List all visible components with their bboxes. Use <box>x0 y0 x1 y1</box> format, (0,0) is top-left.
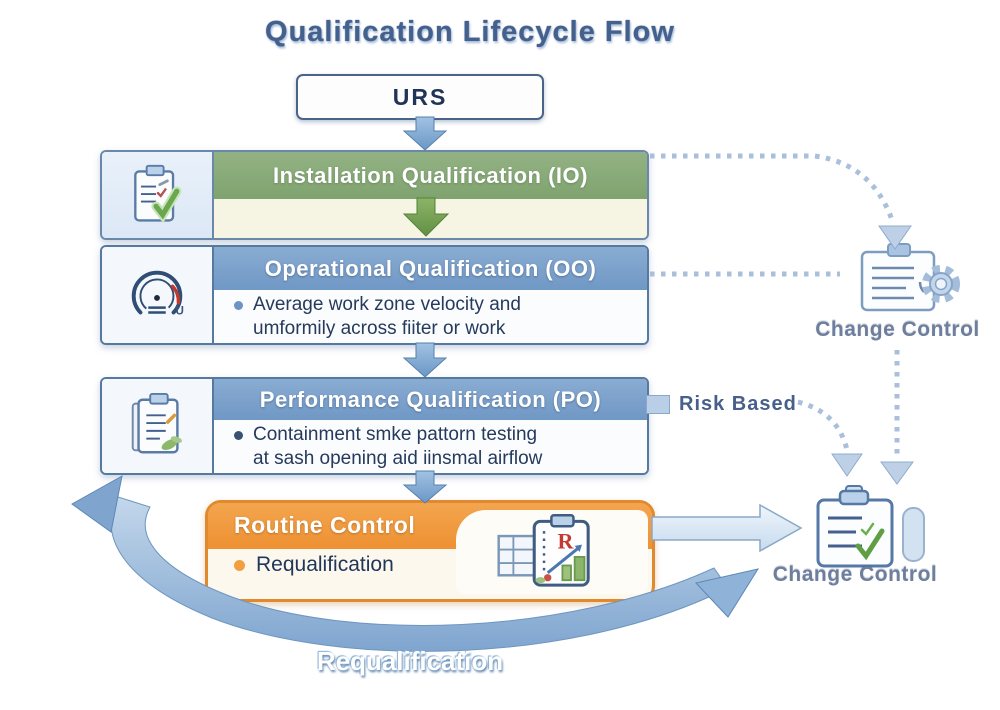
bullet-dot-icon <box>234 430 243 440</box>
pq-bullet-line2: at sash opening aid iinsmal airflow <box>253 447 543 469</box>
arrow-pq-to-routine <box>402 470 448 504</box>
pq-body: Containment smke pattorn testing at sash… <box>214 420 647 473</box>
loop-arrowhead-left-icon <box>71 475 123 533</box>
pq-main: Performance Qualification (PO) Containme… <box>214 379 647 473</box>
clipboard-chart-icon: R <box>497 514 590 587</box>
routine-header: Routine Control <box>234 512 416 538</box>
iq-main: Installation Qualification (IO) <box>214 152 647 238</box>
clipboard-check-icon <box>134 164 182 224</box>
urs-node: URS <box>296 74 544 120</box>
dotted-arrowhead-icon <box>831 453 863 477</box>
installation-qualification-node: Installation Qualification (IO) <box>100 150 649 240</box>
dotted-arrowhead-icon <box>880 461 914 485</box>
clipboard-checklist-icon <box>816 485 925 568</box>
dotted-risk-based-down <box>797 399 850 451</box>
routine-control-node: R Routine Control Requalification <box>205 500 655 602</box>
pq-header: Performance Qualification (PO) <box>214 379 647 420</box>
routine-bullet: Requalification <box>234 553 394 577</box>
svg-text:U: U <box>175 304 183 317</box>
oq-bullet-text: Average work zone velocity and umformily… <box>253 293 521 341</box>
page-title: Qualification Lifecycle Flow <box>265 16 675 48</box>
pq-bullet-text: Containment smke pattorn testing at sash… <box>253 423 542 471</box>
change-control-top-label: Change Control <box>815 318 980 341</box>
operational-qualification-node: U Operational Qualification (OO) Average… <box>100 245 649 345</box>
arrow-routine-to-change-control <box>651 503 803 553</box>
bullet-dot-icon <box>234 559 245 571</box>
arrow-oq-to-pq <box>402 342 448 378</box>
change-control-bottom-label: Change Control <box>772 563 938 586</box>
oq-bullet-line2: umformily across fiiter or work <box>253 317 506 339</box>
iq-header: Installation Qualification (IO) <box>214 152 647 199</box>
performance-qualification-node: Performance Qualification (PO) Containme… <box>100 377 649 475</box>
iq-body <box>214 199 647 238</box>
clipboard-gear-icon <box>860 243 960 312</box>
oq-header: Operational Qualification (OO) <box>214 247 647 290</box>
loop-arrowhead-right-icon <box>695 568 760 618</box>
pq-bullet: Containment smke pattorn testing at sash… <box>214 421 552 473</box>
routine-icon-panel: R <box>456 510 648 594</box>
pq-bullet-line1: Containment smke pattorn testing <box>253 423 538 445</box>
svg-text:R: R <box>558 528 575 553</box>
arrow-urs-to-iq <box>402 116 448 151</box>
requalification-loop-label: Requalification <box>316 646 504 676</box>
gauge-icon: U <box>131 270 184 317</box>
dotted-iq-to-change-control <box>650 153 895 221</box>
oq-bullet: Average work zone velocity and umformily… <box>214 291 531 343</box>
risk-based-swatch-icon <box>646 395 670 414</box>
urs-label: URS <box>392 83 448 110</box>
pq-icon-panel <box>102 379 214 473</box>
bullet-dot-icon <box>234 300 243 310</box>
oq-bullet-line1: Average work zone velocity and <box>253 293 521 315</box>
risk-based-annotation: Risk Based <box>646 393 797 416</box>
routine-bullet-text: Requalification <box>256 553 394 576</box>
clipboard-pencil-icon <box>131 392 183 454</box>
iq-icon-panel <box>102 152 214 238</box>
oq-body: Average work zone velocity and umformily… <box>214 290 647 343</box>
risk-based-label: Risk Based <box>679 393 797 415</box>
oq-icon-panel: U <box>102 247 214 343</box>
oq-main: Operational Qualification (OO) Average w… <box>214 247 647 343</box>
